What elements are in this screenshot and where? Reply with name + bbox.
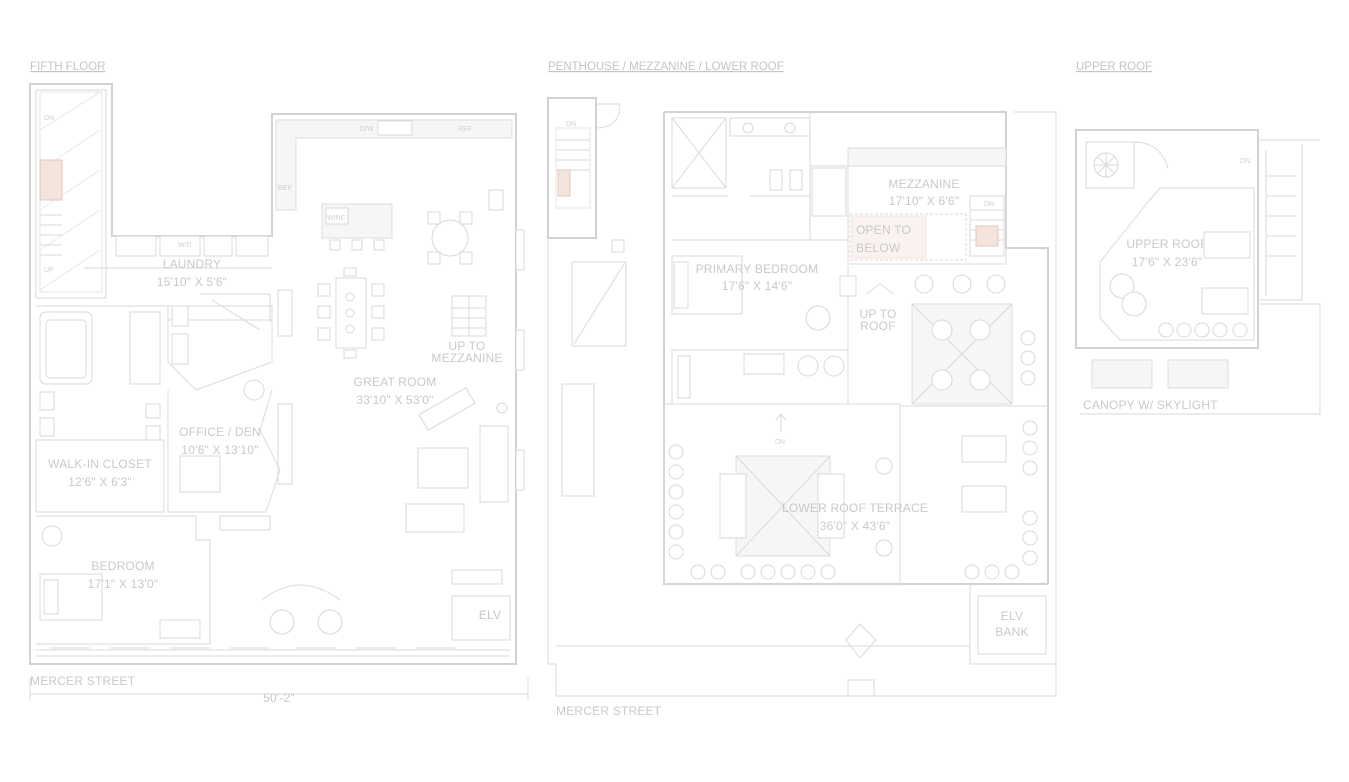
- laundry-name: LAUNDRY: [163, 257, 222, 271]
- primary-bedroom: PRIMARY BEDROOM 17'6" X 14'6" UP TO ROOF: [671, 239, 900, 405]
- mezz-dn: DN: [984, 201, 994, 208]
- up-to-roof-1: UP TO: [859, 307, 896, 321]
- office-dim: 10'6" X 13'10": [181, 443, 258, 457]
- terrace-dn: DN: [775, 439, 785, 446]
- open-to-2: BELOW: [856, 241, 901, 255]
- bedroom: BEDROOM 17'1" X 13'0": [36, 515, 211, 645]
- width-dimension: 50'-2": [263, 691, 295, 705]
- up-to-mezz-2: MEZZANINE: [431, 351, 502, 365]
- upper-roof-plan: DN UPPER ROOF 17'6" X 23'6" CANOPY W/ SK…: [1075, 129, 1321, 415]
- terrace-name: LOWER ROOF TERRACE: [782, 501, 928, 515]
- upper-roof-name: UPPER ROOF: [1126, 237, 1207, 251]
- elv-bank-2: BANK: [995, 625, 1028, 639]
- elevator-fifth: [451, 595, 511, 641]
- mezz-dim: 17'10" X 6'6": [889, 194, 959, 208]
- canopy-label: CANOPY W/ SKYLIGHT: [1083, 398, 1218, 412]
- great-room-name: GREAT ROOM: [354, 375, 437, 389]
- ph-stair-dn: DN: [566, 121, 576, 128]
- open-to-1: OPEN TO: [856, 223, 911, 237]
- closet-name: WALK-IN CLOSET: [48, 457, 152, 471]
- bedroom-dim: 17'1" X 13'0": [88, 577, 158, 591]
- ph-street-label: MERCER STREET: [556, 704, 662, 718]
- terrace-dim: 36'0" X 43'6": [820, 519, 890, 533]
- dw-label: D/W: [360, 126, 374, 133]
- primary-bath: [671, 112, 848, 240]
- wd-label: W/D: [178, 242, 192, 249]
- ref-label: REF: [278, 185, 292, 192]
- primary-dim: 17'6" X 14'6": [722, 279, 792, 293]
- elv-label: ELV: [479, 608, 501, 622]
- elevator-bank: [977, 595, 1047, 655]
- lower-roof-terrace: DN LOWER ROOF TERRACE 36'0" X 43'6": [663, 403, 1048, 585]
- wine-label: WINE: [327, 215, 346, 222]
- office-name: OFFICE / DEN: [179, 425, 261, 439]
- mezzanine: MEZZANINE 17'10" X 6'6" DN OPEN TO BELOW: [847, 147, 1007, 294]
- up-to-roof-2: ROOF: [860, 319, 895, 333]
- closet-dim: 12'6" X 6'3": [68, 475, 132, 489]
- bedroom-name: BEDROOM: [91, 559, 154, 573]
- up-to-mezz-1: UP TO: [448, 339, 485, 353]
- ref2-label: REF: [458, 126, 472, 133]
- fifth-floor-heading: FIFTH FLOOR: [30, 61, 105, 73]
- stair-dn-label: DN: [44, 115, 54, 122]
- upper-dn: DN: [1240, 158, 1250, 165]
- bath-area: WALK-IN CLOSET 12'6" X 6'3" OFFICE / DEN…: [35, 293, 281, 513]
- lounge-seating: [911, 303, 1036, 405]
- laundry-dim: 15'10" X 5'6": [157, 275, 227, 289]
- kitchen: D/W REF REF WINE: [275, 119, 513, 251]
- penthouse-plan: DN MEZZANINE 17'10: [547, 97, 1057, 718]
- stair-up-label: UP: [44, 267, 54, 274]
- elv-bank-1: ELV: [1001, 609, 1023, 623]
- mezz-name: MEZZANINE: [888, 177, 959, 191]
- great-room-furniture: UP TO MEZZANINE GREAT ROOM 33'10" X 53'0…: [261, 189, 525, 635]
- fifth-street-label: MERCER STREET: [30, 674, 136, 688]
- laundry-room: W/D LAUNDRY 15'10" X 5'6": [84, 235, 272, 289]
- primary-name: PRIMARY BEDROOM: [696, 262, 819, 276]
- penthouse-heading: PENTHOUSE / MEZZANINE / LOWER ROOF: [548, 61, 784, 73]
- fifth-floor-plan: DN UP W/D LAUNDRY 15'10" X 5'6" D/W REF …: [29, 83, 529, 705]
- upper-roof-dim: 17'6" X 23'6": [1132, 255, 1202, 269]
- upper-roof-heading: UPPER ROOF: [1076, 61, 1152, 73]
- great-room-dim: 33'10" X 53'0": [356, 393, 433, 407]
- stair-fifth-floor: DN UP: [39, 91, 103, 293]
